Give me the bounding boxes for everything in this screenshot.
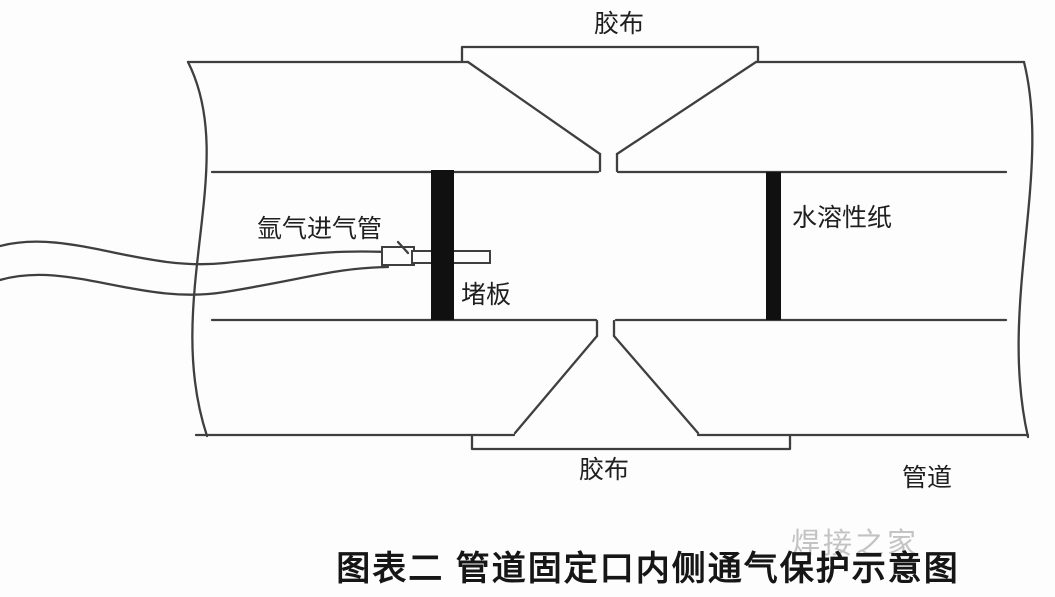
pipe-right-break-line (1017, 60, 1034, 439)
plug-plate-label: 堵板 (461, 281, 511, 309)
bottom-groove-right-bevel (612, 334, 700, 435)
bottom-groove-left-bevel (513, 334, 599, 435)
pipe-walls (186, 60, 1034, 439)
bottom-weld-groove (513, 319, 700, 435)
tape-bottom-label: 胶布 (579, 456, 629, 484)
argon-inlet-tube (0, 240, 491, 296)
tube-lower-line (0, 265, 390, 296)
tape-top-strip (460, 45, 760, 63)
argon-inlet-pipe-label: 氩气进气管 (257, 215, 382, 243)
top-groove-left-bevel (466, 60, 602, 156)
plug-plate (431, 170, 454, 320)
top-groove-right-bevel (615, 60, 758, 156)
water-soluble-paper (766, 172, 781, 320)
top-weld-groove (466, 60, 758, 173)
pipe-label: 管道 (902, 464, 952, 492)
tape-top-label: 胶布 (594, 10, 644, 38)
diagram-caption: 图表二 管道固定口内侧通气保护示意图 (336, 550, 959, 588)
argon-label-leader-line (396, 240, 410, 255)
water-soluble-paper-label: 水溶性纸 (792, 204, 892, 232)
tape-bottom-strip (470, 434, 792, 451)
tube-coupler (381, 246, 415, 266)
pipe-left-break-line (186, 60, 209, 438)
tube-upper-line (0, 240, 390, 266)
watermark-text: 焊接之家 (791, 527, 919, 560)
